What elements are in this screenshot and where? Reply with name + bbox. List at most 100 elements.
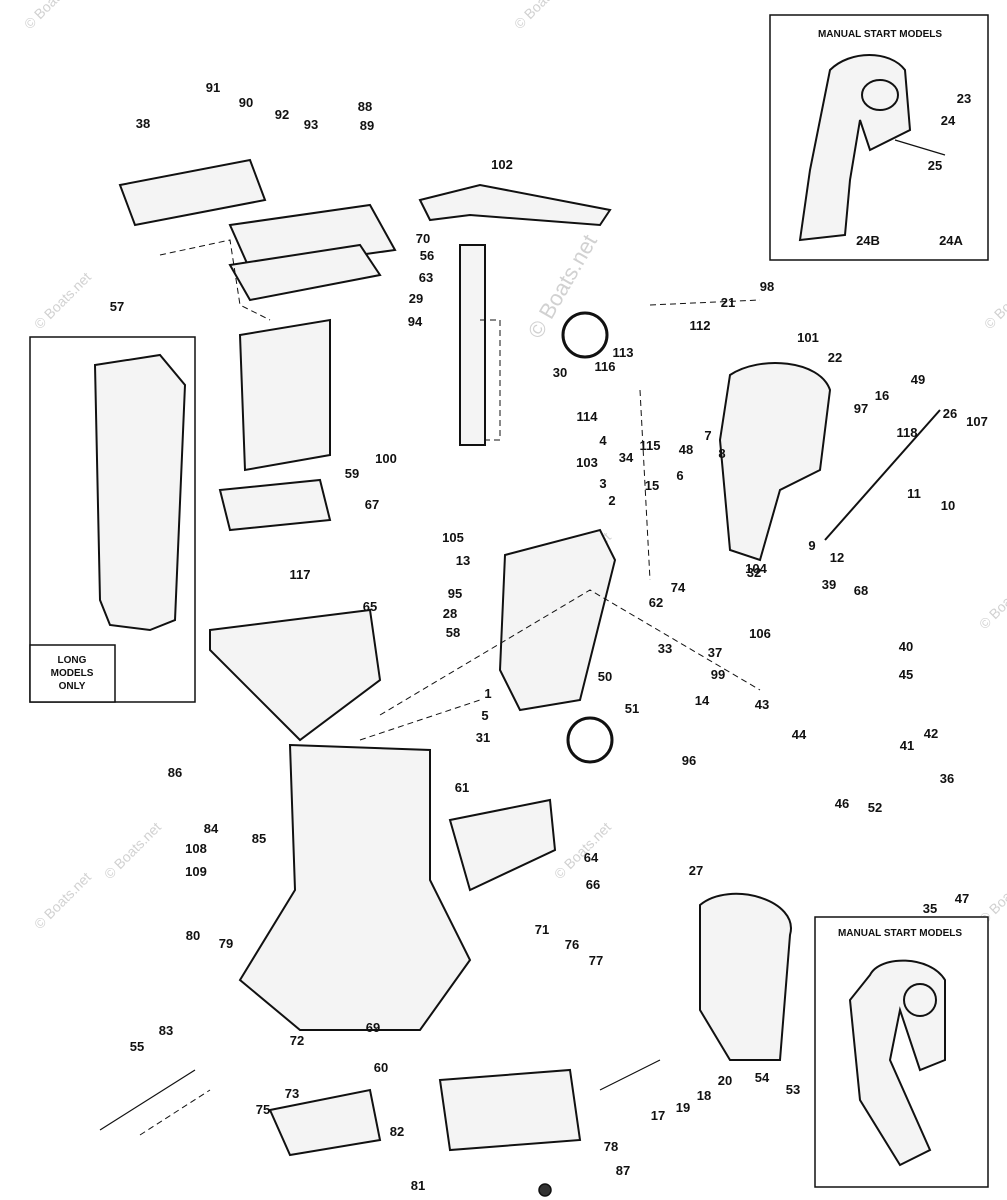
callout-91: 91 [206, 80, 220, 95]
callout-90: 90 [239, 95, 253, 110]
callout-26: 26 [943, 406, 957, 421]
inset-left: LONG MODELS ONLY [29, 336, 196, 703]
bracket-boss [861, 79, 899, 111]
callout-22: 22 [828, 350, 842, 365]
inset-bottom-right: MANUAL START MODELS [814, 916, 989, 1188]
inset-top-right: MANUAL START MODELS [769, 14, 989, 261]
callout-105: 105 [442, 530, 464, 545]
callout-11: 11 [907, 486, 921, 501]
callout-89: 89 [360, 118, 374, 133]
caption-box [29, 644, 116, 703]
bracket-boss [903, 983, 937, 1017]
callout-113: 113 [613, 345, 634, 360]
callout-118: 118 [897, 425, 918, 440]
callout-66: 66 [586, 877, 600, 892]
callout-10: 10 [941, 498, 955, 513]
guide-line [359, 699, 481, 741]
callout-85: 85 [252, 831, 266, 846]
callout-41: 41 [900, 738, 914, 753]
callout-24B: 24B [856, 233, 880, 248]
guide-line [379, 589, 761, 716]
watermark: © Boats.net [551, 819, 614, 882]
callout-86: 86 [168, 765, 182, 780]
callout-32: 32 [747, 565, 761, 580]
callout-109: 109 [185, 864, 207, 879]
callout-71: 71 [535, 922, 549, 937]
callout-61: 61 [455, 780, 469, 795]
callout-81: 81 [411, 1178, 425, 1193]
callout-62: 62 [649, 595, 663, 610]
gasket-63-part [228, 243, 382, 302]
callout-76: 76 [565, 937, 579, 952]
callout-92: 92 [275, 107, 289, 122]
callout-102: 102 [491, 157, 513, 172]
callout-116: 116 [595, 359, 616, 374]
callout-21: 21 [721, 295, 735, 310]
callout-46: 46 [835, 796, 849, 811]
callout-117: 117 [290, 567, 311, 582]
callout-77: 77 [589, 953, 603, 968]
callout-59: 59 [345, 466, 359, 481]
gasket-38-part [118, 158, 267, 227]
callout-93: 93 [304, 117, 318, 132]
callout-49: 49 [911, 372, 925, 387]
steering-arm-part [418, 183, 612, 227]
callout-55: 55 [130, 1039, 144, 1054]
callout-18: 18 [697, 1088, 711, 1103]
callout-35: 35 [923, 901, 937, 916]
callout-64: 64 [584, 850, 599, 865]
callout-60: 60 [374, 1060, 388, 1075]
caption-line-3: ONLY [59, 681, 86, 692]
callout-108: 108 [185, 841, 207, 856]
callout-96: 96 [682, 753, 696, 768]
callout-79: 79 [219, 936, 233, 951]
callout-63: 63 [419, 270, 433, 285]
callout-2: 2 [608, 493, 615, 508]
callout-75: 75 [256, 1102, 270, 1117]
callout-68: 68 [854, 583, 868, 598]
callout-13: 13 [456, 553, 470, 568]
callout-37: 37 [708, 645, 722, 660]
callout-53: 53 [786, 1082, 800, 1097]
callout-44: 44 [792, 727, 807, 742]
callout-12: 12 [830, 550, 844, 565]
main-parts [99, 158, 941, 1197]
callout-42: 42 [924, 726, 938, 741]
seal-67-part [218, 478, 332, 532]
callout-38: 38 [136, 116, 150, 131]
callout-29: 29 [409, 291, 423, 306]
cover-64-part [448, 798, 557, 892]
callout-70: 70 [416, 231, 430, 246]
callout-40: 40 [899, 639, 913, 654]
callout-39: 39 [822, 577, 836, 592]
callout-52: 52 [868, 800, 882, 815]
lower-pan-65-part [209, 608, 382, 742]
callout-1: 1 [484, 686, 491, 701]
shaft-55-part [99, 1069, 196, 1131]
callout-101: 101 [797, 330, 819, 345]
callout-115: 115 [640, 438, 661, 453]
ring-87-part [538, 1183, 552, 1197]
callout-74: 74 [671, 580, 686, 595]
tilt-tube-118-part [824, 409, 941, 541]
callout-19: 19 [676, 1100, 690, 1115]
callout-labels: 1234567891011121314151617181920212223242… [110, 80, 988, 1193]
callout-7: 7 [704, 428, 711, 443]
callout-33: 33 [658, 641, 672, 656]
callout-95: 95 [448, 586, 462, 601]
watermark: © Boats.net [976, 569, 1007, 632]
cover-78-part [438, 1068, 582, 1152]
callout-99: 99 [711, 667, 725, 682]
guide-line [639, 389, 651, 581]
orientation-symbol-bottom [566, 716, 614, 764]
callout-80: 80 [186, 928, 200, 943]
callout-25: 25 [928, 158, 942, 173]
watermark: © Boats.net [31, 269, 94, 332]
callout-97: 97 [854, 401, 868, 416]
callout-65: 65 [363, 599, 377, 614]
callout-17: 17 [651, 1108, 665, 1123]
callout-23: 23 [957, 91, 971, 106]
callout-9: 9 [808, 538, 815, 553]
callout-106: 106 [749, 626, 771, 641]
